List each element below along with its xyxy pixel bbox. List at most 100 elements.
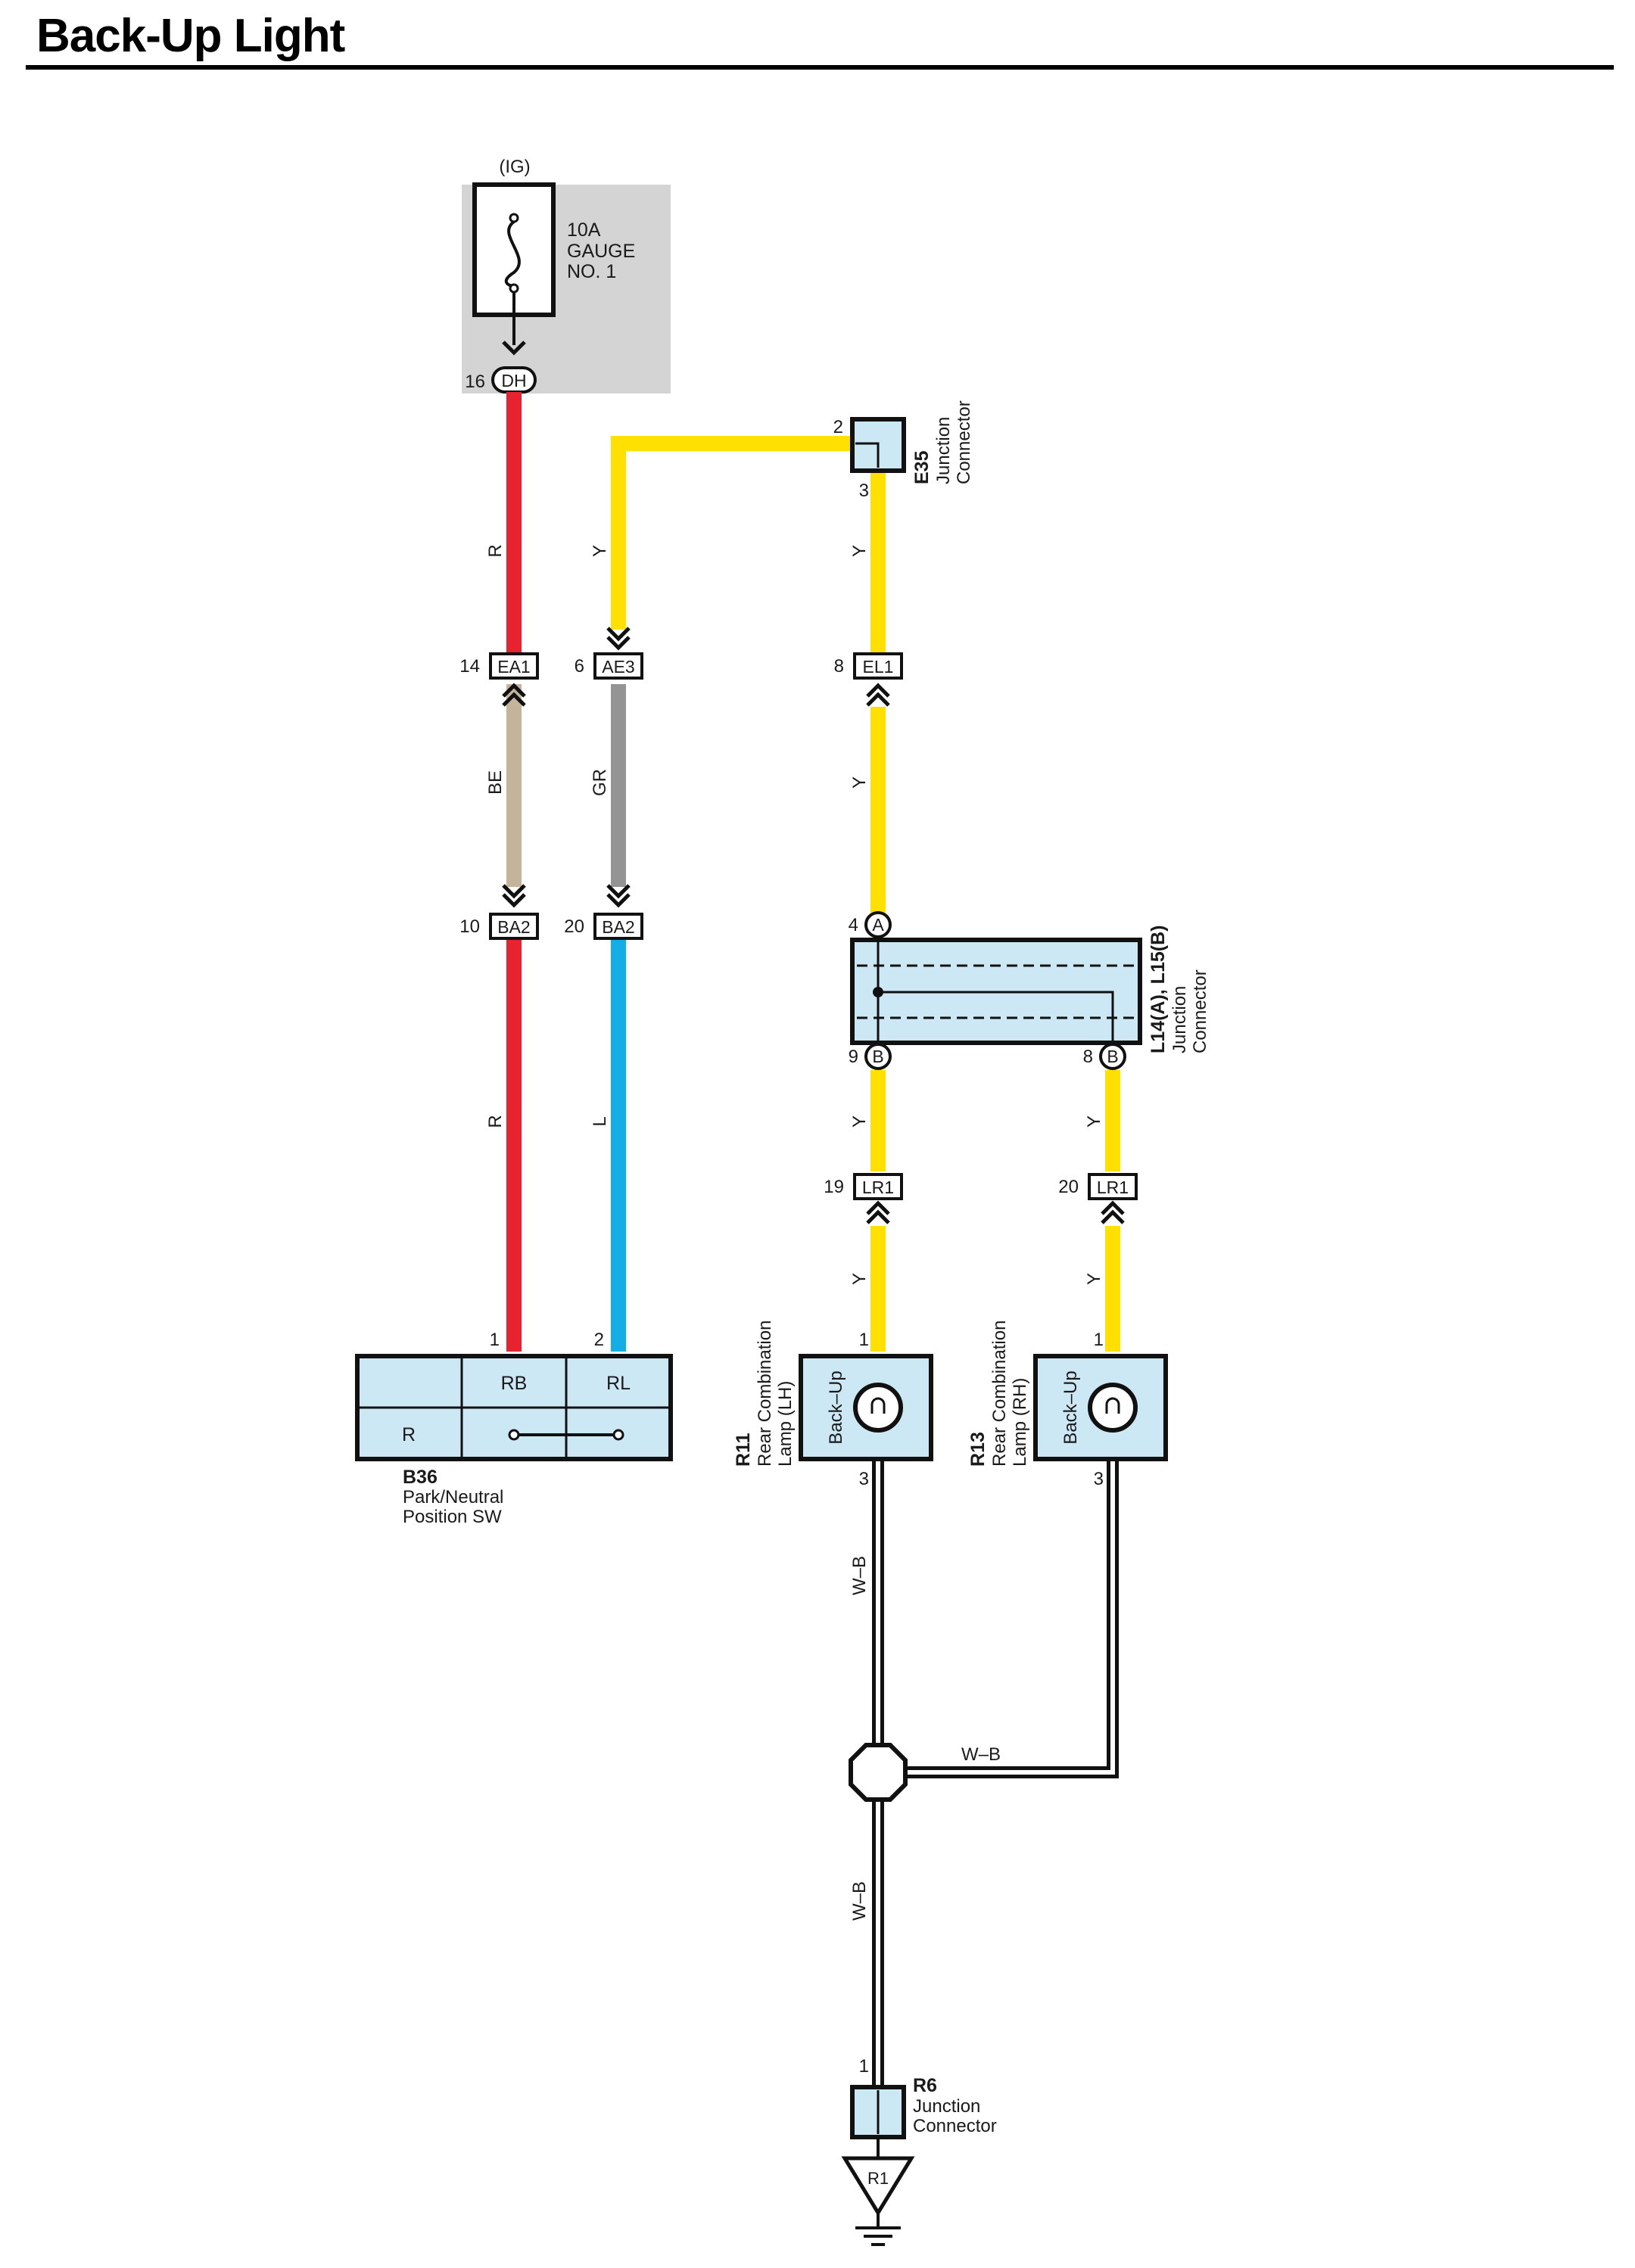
r13-label2: Lamp (RH) [1010,1378,1030,1467]
r13-id: R13 [967,1432,989,1467]
wire-label-y-lr1-left: Y [849,1273,870,1285]
fuse-rating: 10A [567,219,601,241]
ea1-pin: 14 [459,656,480,677]
title-rule [26,65,1614,70]
b36-pin1: 1 [490,1330,500,1350]
r11-label1: Rear Combination [755,1321,775,1467]
jc-pin-a [864,911,892,938]
wire-label-wb-right: W–B [961,1744,1001,1765]
ae3-connector [593,652,643,680]
ground-triangle [841,2156,915,2217]
dh-pin: 16 [465,372,485,392]
b36-r: R [402,1424,416,1445]
chevron-down-icon [606,627,631,651]
ae3-pin: 6 [575,656,584,677]
e35-pin-in: 2 [833,417,843,437]
jc-pin-a-number: 4 [849,915,858,935]
jc-label1: Junction [1169,986,1190,1053]
r6-pin: 1 [859,2056,869,2077]
wire-label-r-bottom: R [485,1115,506,1128]
jc-pin-b-right [1099,1043,1126,1070]
r11-pin1: 1 [859,1330,869,1350]
jc-pin-b-left [864,1043,892,1070]
ba2-left-id: BA2 [497,917,530,937]
wire-label-wb-left: W–B [849,1556,870,1595]
chevron-down-icon [502,884,526,908]
wire-label-y-e35: Y [849,545,870,557]
b36-park-neutral-switch: 1 2 RB RL R B36 Park/Neutral Position SW [355,1330,673,1527]
fuse-name-line1: GAUGE [567,241,635,262]
ba2-right-id: BA2 [602,917,634,937]
lr1-left-pin: 19 [824,1177,844,1197]
r13-pin1: 1 [1094,1330,1104,1350]
wire-label-y-jc-right: Y [1084,1115,1104,1128]
r11-rear-combination-lamp-lh: 1 Back–Up 3 R11 Rear Combination Lamp (L… [733,1321,933,1489]
el1-id: EL1 [863,657,894,677]
splice-octagon [849,1743,908,1802]
wire-label-y-lr1-right: Y [1084,1273,1104,1285]
e35-junction-connector: 2 3 E35 Junction Connector [833,400,974,501]
fuse-block: (IG) 10A GAUGE NO. 1 16 DH [462,157,671,394]
b36-rb: RB [501,1373,528,1394]
jc-pin-a-letter: A [872,915,884,935]
lr1-left-connector [853,1173,903,1200]
ae3-id: AE3 [602,657,634,677]
b36-label1: Park/Neutral [403,1487,503,1507]
wire-label-y-left-top: Y [590,545,610,557]
wire-label-y-jc-left: Y [849,1115,870,1128]
r6-label2: Connector [913,2116,997,2136]
jc-splice-dot [873,987,883,997]
el1-connector [853,652,903,680]
wire-label-wb-ground: W–B [849,1881,870,1921]
fuse-arrow-icon [502,341,526,356]
chevron-up-icon [866,683,890,707]
e35-label1: Junction [933,417,954,484]
b36-label2: Position SW [403,1507,502,1527]
r11-pin3: 3 [859,1469,869,1489]
bulb-icon [853,1383,903,1433]
jc-label2: Connector [1190,969,1210,1053]
lr1-left-id: LR1 [862,1178,894,1197]
ground-id: R1 [867,2169,889,2188]
jc-pin-b-left-number: 9 [849,1047,858,1067]
e35-id: E35 [911,450,933,484]
ea1-id: EA1 [497,657,530,677]
b36-pin2: 2 [594,1330,604,1350]
ba2-right-connector [593,913,643,940]
el1-pin: 8 [834,656,844,677]
connector-chevrons [502,627,1125,1224]
jc-pin-b-right-number: 8 [1083,1047,1093,1067]
r13-pin3: 3 [1094,1469,1104,1489]
chevron-up-icon [866,1200,890,1224]
ea1-connector [489,652,539,680]
dh-id: DH [501,371,526,390]
wire-labels: R Y Y BE GR Y R L Y Y Y Y W–B W–B W–B [485,544,1104,1921]
page-title: Back-Up Light [36,10,345,62]
ground-symbol: R1 [841,2137,915,2246]
chevron-up-icon [502,683,526,707]
inline-connectors: 14 EA1 6 AE3 8 EL1 10 BA2 20 BA2 19 LR1 … [459,652,1138,1200]
wire-y-top-left [611,436,852,630]
b36-id: B36 [403,1467,438,1488]
switch-contact-icon [508,1429,624,1441]
e35-internal-path [855,442,880,468]
r6-id: R6 [913,2075,937,2096]
l14-l15-junction-connector: A 4 B 9 B 8 L14(A), L15(B) Junction Conn… [849,911,1210,1070]
b36-rl: RL [606,1373,631,1394]
jc-pin-b-right-letter: B [1107,1047,1118,1066]
r13-rear-combination-lamp-rh: 1 Back–Up 3 R13 Rear Combination Lamp (R… [967,1321,1168,1489]
wire-label-r-top: R [485,544,506,557]
lr1-right-pin: 20 [1058,1177,1079,1197]
e35-label2: Connector [954,400,974,484]
lr1-right-id: LR1 [1097,1178,1129,1197]
wire-label-y-el1: Y [849,776,870,789]
chevron-up-icon [1101,1200,1125,1224]
ba2-right-pin: 20 [564,916,584,937]
r13-inner-label: Back–Up [1060,1370,1081,1444]
r11-inner-label: Back–Up [826,1370,846,1444]
jc-pin-b-left-letter: B [872,1047,883,1066]
wire-label-l: L [590,1116,610,1126]
chevron-down-icon [606,884,631,908]
jc-id: L14(A), L15(B) [1148,926,1169,1053]
